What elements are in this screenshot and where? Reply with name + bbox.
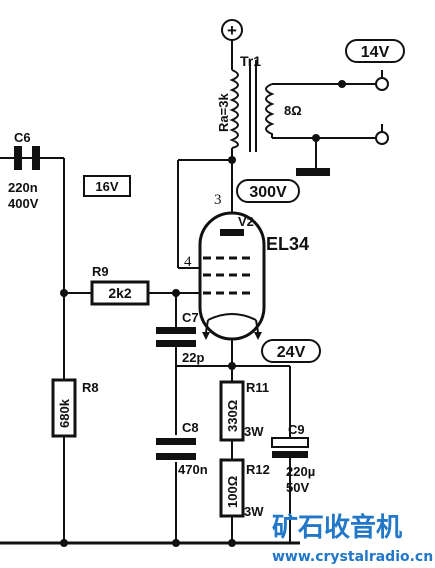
voltage-badge-24v: 24V: [261, 339, 321, 363]
transformer-label: Tr1: [240, 53, 261, 69]
output-transformer: Tr1 Ra=3k 8Ω: [216, 53, 302, 152]
junction-dot: [172, 289, 180, 297]
r11-power: 3W: [244, 424, 264, 439]
c7-value: 22p: [182, 350, 204, 365]
ground-symbol: [296, 168, 330, 176]
c6-rating: 400V: [8, 196, 39, 211]
tube-ref: V2: [238, 214, 254, 229]
resistor-r12: 100Ω R12 3W: [219, 458, 270, 519]
capacitor-c9: C9 220µ 50V: [271, 422, 315, 495]
watermark-chinese: 矿石收音机: [272, 512, 402, 543]
c8-value: 470n: [178, 462, 208, 477]
voltage-badge-14v: 14V: [345, 39, 405, 63]
tube-anode: [220, 229, 244, 236]
r12-power: 3W: [244, 504, 264, 519]
r8-ref: R8: [82, 380, 99, 395]
tube-type: EL34: [266, 234, 309, 254]
junction-dot: [338, 80, 346, 88]
r9-value: 2k2: [108, 285, 132, 301]
wires: [0, 40, 382, 545]
capacitor-c6: C6 220n 400V: [8, 130, 40, 211]
tube-el34: V2 EL34 3 4: [184, 192, 309, 341]
capacitor-c7: C7 22p: [156, 310, 204, 365]
c9-ref: C9: [288, 422, 305, 437]
junction-dots: [60, 80, 346, 547]
speaker-terminals: [375, 70, 389, 145]
junction-dot: [60, 539, 68, 547]
resistor-r9: 2k2 R9: [90, 264, 150, 306]
svg-text:16V: 16V: [95, 179, 118, 194]
c9-value: 220µ: [286, 464, 315, 479]
r11-ref: R11: [246, 380, 269, 395]
junction-dot: [60, 289, 68, 297]
r12-ref: R12: [246, 462, 270, 477]
watermark-url: www.crystalradio.cn: [272, 549, 433, 565]
junction-dot: [172, 539, 180, 547]
voltage-badge-16v: 16V: [83, 175, 131, 197]
svg-text:24V: 24V: [277, 344, 306, 361]
svg-text:14V: 14V: [361, 44, 390, 61]
svg-text:300V: 300V: [249, 184, 287, 201]
resistor-r11: 330Ω R11 3W: [219, 380, 269, 442]
tube-grids: [203, 256, 252, 295]
secondary-winding: [265, 83, 275, 138]
voltage-badge-300v: 300V: [236, 179, 300, 203]
capacitor-c8: C8 470n: [156, 420, 208, 477]
junction-dot: [228, 156, 236, 164]
c8-ref: C8: [182, 420, 199, 435]
r12-value: 100Ω: [225, 476, 240, 508]
tube-pin3: 3: [214, 192, 222, 208]
c6-ref: C6: [14, 130, 31, 145]
speaker-terminal-top: [375, 77, 389, 91]
c9-rating: 50V: [286, 480, 309, 495]
speaker-terminal-bottom: [375, 131, 389, 145]
speaker-impedance-label: 8Ω: [284, 103, 302, 118]
primary-impedance-label: Ra=3k: [216, 93, 231, 132]
r8-value: 680k: [57, 398, 72, 428]
junction-dot: [228, 539, 236, 547]
c6-value: 220n: [8, 180, 38, 195]
c7-ref: C7: [182, 310, 199, 325]
junction-dot: [228, 362, 236, 370]
plus-symbol: +: [227, 21, 237, 40]
heater-arrows: [202, 332, 262, 340]
r9-ref: R9: [92, 264, 109, 279]
tube-pin4: 4: [184, 254, 192, 270]
primary-winding: [229, 69, 239, 149]
resistor-r8: 680k R8: [51, 378, 99, 438]
r11-value: 330Ω: [225, 400, 240, 432]
tube-cathode: [207, 313, 257, 321]
supply-terminal: +: [221, 19, 243, 41]
junction-dot: [312, 134, 320, 142]
watermark: 矿石收音机 www.crystalradio.cn: [272, 512, 433, 565]
